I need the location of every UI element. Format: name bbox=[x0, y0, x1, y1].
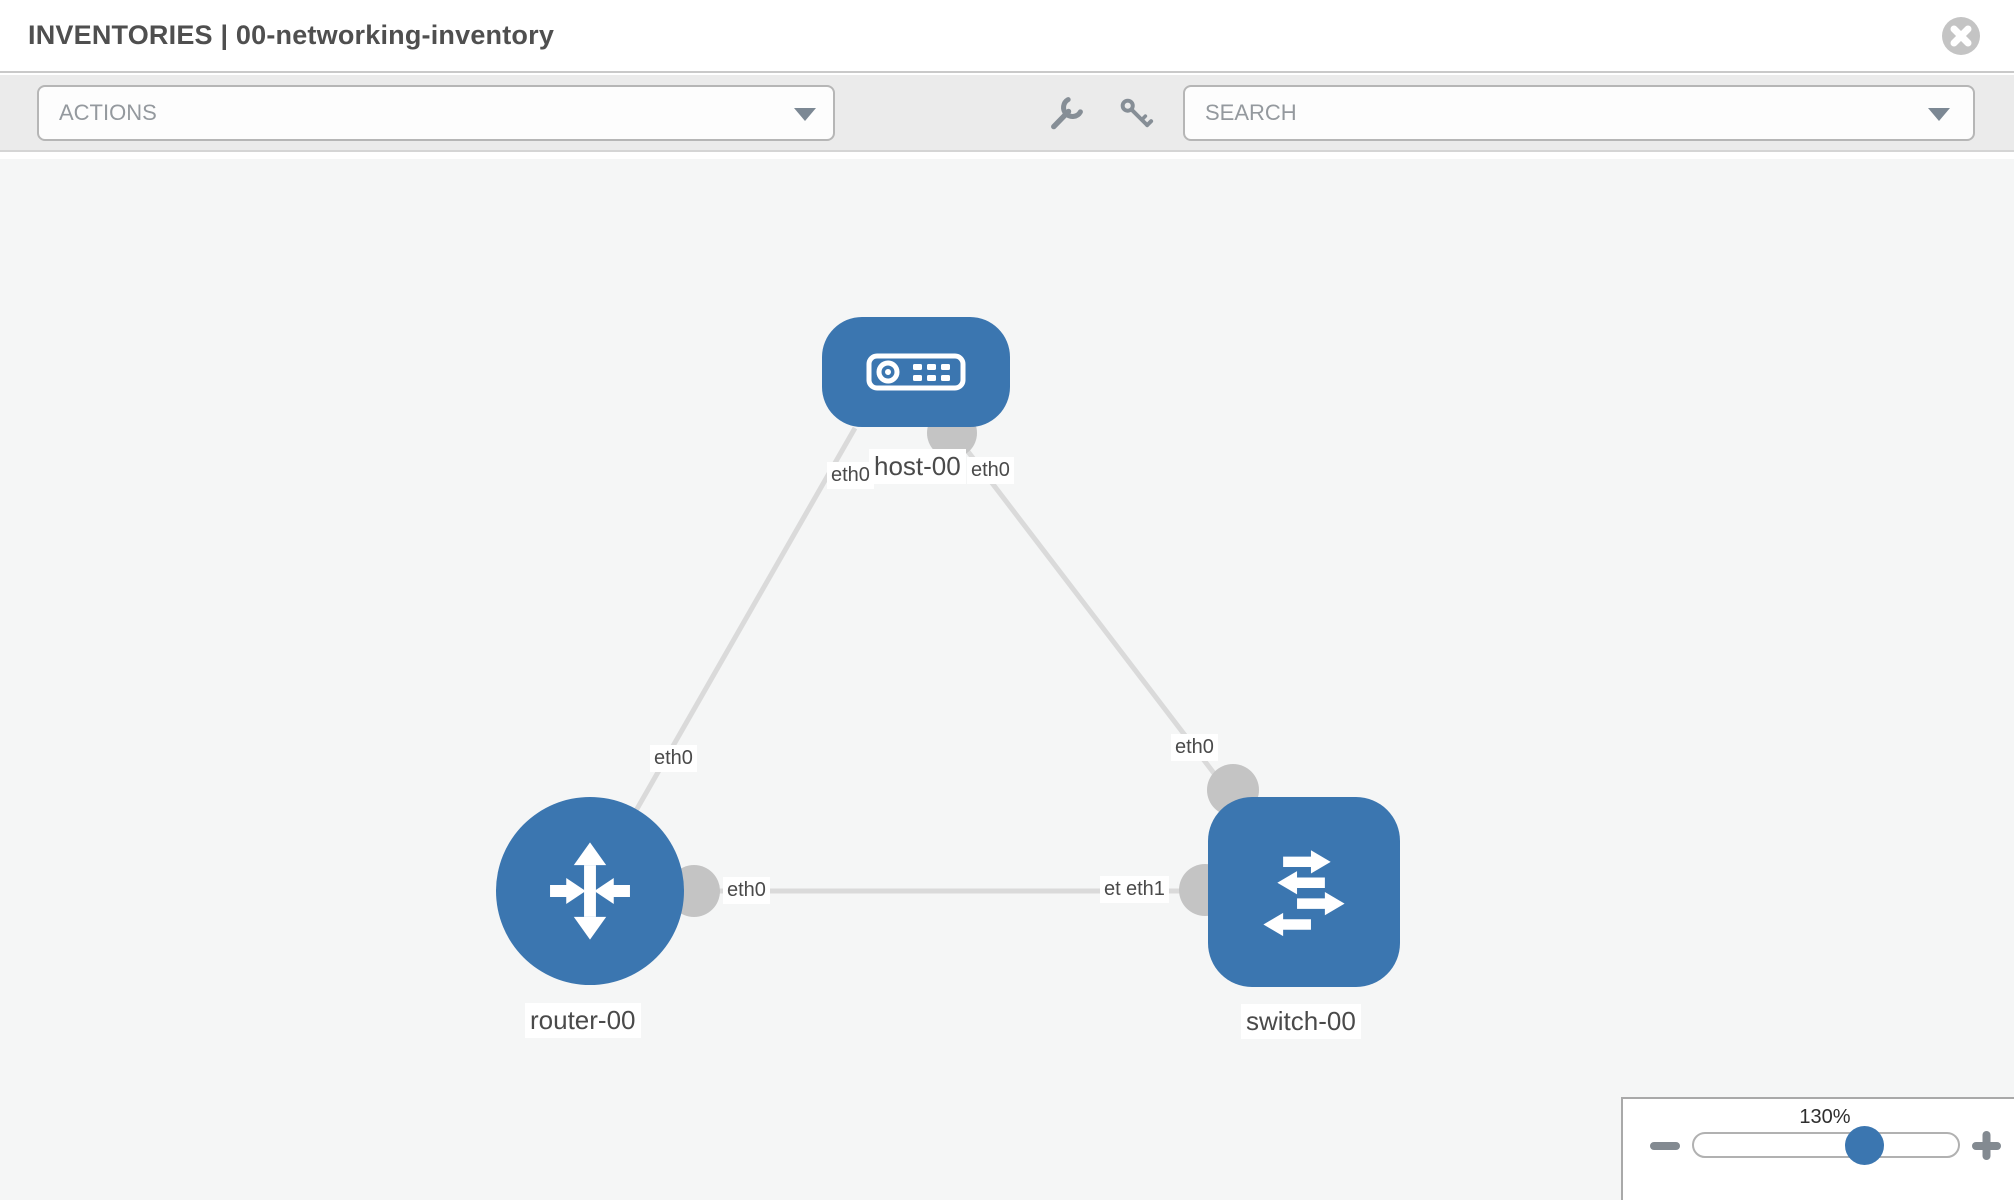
zoom-slider-track[interactable] bbox=[1692, 1132, 1960, 1158]
zoom-out-button[interactable] bbox=[1648, 1135, 1682, 1157]
zoom-slider-thumb[interactable] bbox=[1845, 1126, 1884, 1165]
page-title: INVENTORIES | 00-networking-inventory bbox=[28, 20, 555, 50]
router-icon bbox=[550, 842, 630, 940]
interface-label: eth0 bbox=[650, 745, 697, 772]
close-icon bbox=[1950, 25, 1972, 47]
node-label-host: host-00 bbox=[869, 449, 966, 484]
links-layer bbox=[587, 408, 1306, 917]
topology-canvas[interactable]: host-00 router-00 switch-00 eth0 eth0 et… bbox=[0, 152, 2014, 1200]
node-label-switch: switch-00 bbox=[1241, 1004, 1361, 1039]
configure-button[interactable] bbox=[1048, 96, 1084, 132]
node-label-router: router-00 bbox=[525, 1003, 641, 1038]
zoom-panel: 130% bbox=[1621, 1097, 2014, 1200]
chevron-down-icon bbox=[1928, 108, 1950, 121]
zoom-level-value: 130% bbox=[1799, 1106, 1851, 1128]
search-placeholder: SEARCH bbox=[1205, 100, 1297, 125]
interface-label: eth0 bbox=[723, 877, 770, 904]
plus-icon bbox=[1972, 1131, 2001, 1160]
actions-dropdown[interactable]: ACTIONS bbox=[37, 85, 835, 141]
interface-label: eth0 bbox=[967, 457, 1014, 484]
interface-label: eth0 bbox=[1171, 734, 1218, 761]
chevron-down-icon bbox=[794, 108, 816, 121]
zoom-in-button[interactable] bbox=[1971, 1130, 2002, 1161]
close-button[interactable] bbox=[1942, 17, 1980, 55]
wrench-icon bbox=[1051, 97, 1083, 130]
host-icon bbox=[866, 353, 966, 391]
node-router-00[interactable] bbox=[496, 797, 684, 985]
search-dropdown[interactable]: SEARCH bbox=[1183, 85, 1975, 141]
interface-label: eth0 bbox=[827, 462, 874, 489]
node-switch-00[interactable] bbox=[1208, 797, 1400, 987]
key-button[interactable] bbox=[1118, 96, 1154, 132]
header-bar: INVENTORIES | 00-networking-inventory bbox=[0, 0, 2014, 73]
switch-icon bbox=[1263, 850, 1345, 937]
actions-dropdown-label: ACTIONS bbox=[59, 100, 157, 125]
interface-label: eth1 bbox=[1122, 876, 1169, 903]
toolbar: ACTIONS SEARCH bbox=[0, 75, 2014, 152]
minus-icon bbox=[1650, 1142, 1680, 1150]
key-icon bbox=[1120, 98, 1154, 128]
node-host-00[interactable] bbox=[822, 317, 1010, 427]
